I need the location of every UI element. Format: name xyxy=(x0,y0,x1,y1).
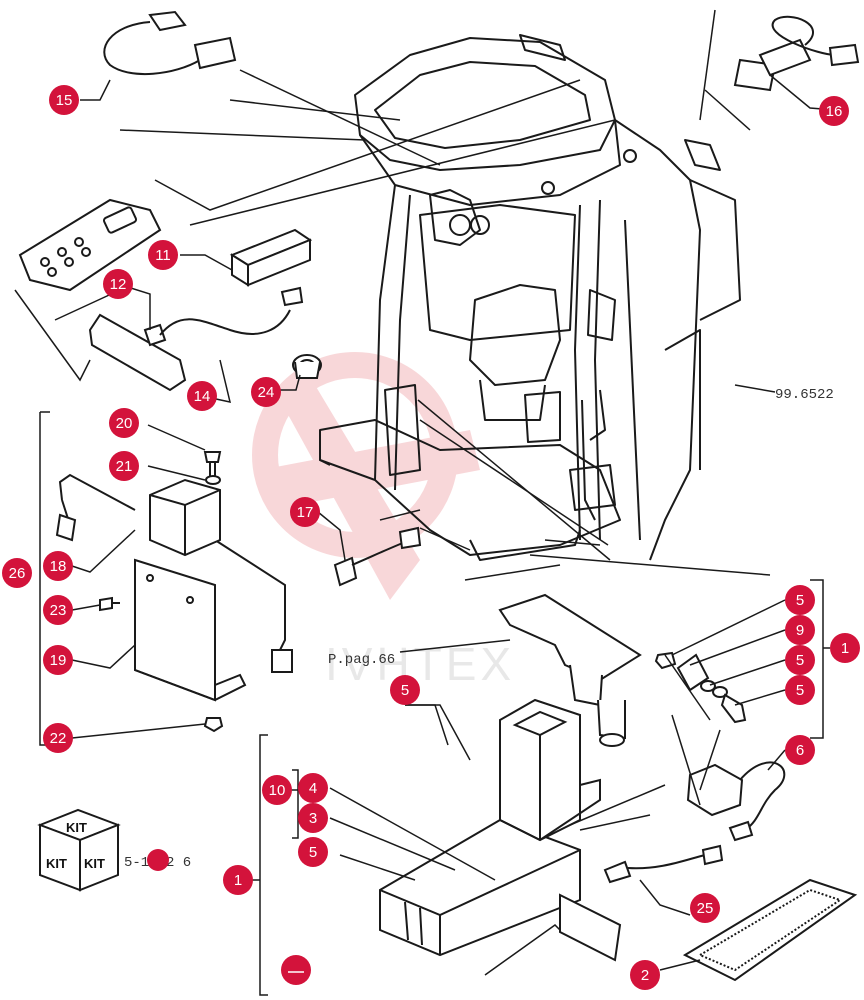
svg-text:4: 4 xyxy=(309,780,317,797)
kit-cube xyxy=(37,808,121,892)
item-2-floor-mat xyxy=(682,878,858,982)
callout-5-low[interactable]: 5 xyxy=(785,675,815,705)
svg-text:14: 14 xyxy=(194,388,211,405)
svg-text:5: 5 xyxy=(796,592,804,609)
callout-15[interactable]: 15 xyxy=(49,85,79,115)
console-housing xyxy=(379,698,601,957)
callout-23[interactable]: 23 xyxy=(43,595,73,625)
svg-text:20: 20 xyxy=(116,415,133,432)
svg-text:18: 18 xyxy=(50,558,67,575)
callout-26[interactable]: 26 xyxy=(2,558,32,588)
callout-5-top[interactable]: 5 xyxy=(785,585,815,615)
svg-text:5: 5 xyxy=(796,682,804,699)
callout-22[interactable]: 22 xyxy=(43,723,73,753)
remote-control xyxy=(18,198,162,292)
svg-text:5: 5 xyxy=(401,682,409,699)
svg-text:10: 10 xyxy=(269,782,286,799)
callout-1-bottom[interactable]: 1 xyxy=(223,865,253,895)
svg-text:5: 5 xyxy=(309,844,317,861)
svg-text:25: 25 xyxy=(697,900,714,917)
svg-text:26: 26 xyxy=(9,565,26,582)
callout-12[interactable]: 12 xyxy=(103,269,133,299)
kit-label-left: KIT xyxy=(46,856,67,871)
svg-text:23: 23 xyxy=(50,602,67,619)
item-17-connector xyxy=(333,526,422,587)
callout-25[interactable]: 25 xyxy=(690,893,720,923)
callout-4[interactable]: 4 xyxy=(298,773,328,803)
cab-reference: 99.6522 xyxy=(775,387,834,403)
svg-text:21: 21 xyxy=(116,458,133,475)
svg-text:2: 2 xyxy=(641,967,649,984)
item-11-box xyxy=(229,228,313,287)
leader-lines xyxy=(14,9,836,996)
svg-text:17: 17 xyxy=(297,504,314,521)
svg-text:9: 9 xyxy=(796,622,804,639)
cover-plate xyxy=(559,893,622,962)
svg-text:12: 12 xyxy=(110,276,127,293)
callout-24[interactable]: 24 xyxy=(251,377,281,407)
item-6-switch xyxy=(686,761,786,842)
svg-text:22: 22 xyxy=(50,730,67,747)
callout-kit[interactable] xyxy=(147,849,169,871)
svg-text:16: 16 xyxy=(826,103,843,120)
item-16-switch xyxy=(733,15,860,92)
watermark-logo xyxy=(252,352,480,600)
support-bracket xyxy=(498,593,642,747)
callout-1-right[interactable]: 1 xyxy=(830,633,860,663)
callout-14[interactable]: 14 xyxy=(187,381,217,411)
bolt-spacer-set xyxy=(654,651,747,724)
callout-21[interactable]: 21 xyxy=(109,451,139,481)
callout-19[interactable]: 19 xyxy=(43,645,73,675)
svg-text:1: 1 xyxy=(234,872,242,889)
svg-text:3: 3 xyxy=(309,810,317,827)
svg-text:5: 5 xyxy=(796,652,804,669)
callout-2[interactable]: 2 xyxy=(630,960,660,990)
watermark-text: IVHTEX xyxy=(325,638,515,690)
callout-18[interactable]: 18 xyxy=(43,551,73,581)
svg-text:19: 19 xyxy=(50,652,67,669)
svg-text:24: 24 xyxy=(258,384,275,401)
item-25-wire xyxy=(603,844,724,884)
callout-5-bottom[interactable]: 5 xyxy=(298,837,328,867)
callout-5-mid[interactable]: 5 xyxy=(785,645,815,675)
callout-20[interactable]: 20 xyxy=(109,408,139,438)
callout-6[interactable]: 6 xyxy=(785,735,815,765)
item-12-lamp xyxy=(88,286,304,392)
svg-text:15: 15 xyxy=(56,92,73,109)
page-reference: P.pag.66 xyxy=(328,652,395,668)
callout-markers: 15 16 11 12 14 24 20 21 26 18 17 23 19 2… xyxy=(2,85,860,990)
callout-blank[interactable] xyxy=(281,955,311,985)
item-24-grommet xyxy=(292,354,322,379)
callout-3[interactable]: 3 xyxy=(298,803,328,833)
callout-9[interactable]: 9 xyxy=(785,615,815,645)
callout-11[interactable]: 11 xyxy=(148,240,178,270)
callout-10[interactable]: 10 xyxy=(262,775,292,805)
kit-label-right: KIT xyxy=(84,856,105,871)
kit-label-top: KIT xyxy=(66,820,87,835)
relay-assembly xyxy=(55,451,293,733)
svg-text:1: 1 xyxy=(841,640,849,657)
svg-text:11: 11 xyxy=(155,247,171,264)
callout-5-center[interactable]: 5 xyxy=(390,675,420,705)
callout-16[interactable]: 16 xyxy=(819,96,849,126)
callout-17[interactable]: 17 xyxy=(290,497,320,527)
svg-text:6: 6 xyxy=(796,742,804,759)
item-15-cable xyxy=(103,10,237,76)
